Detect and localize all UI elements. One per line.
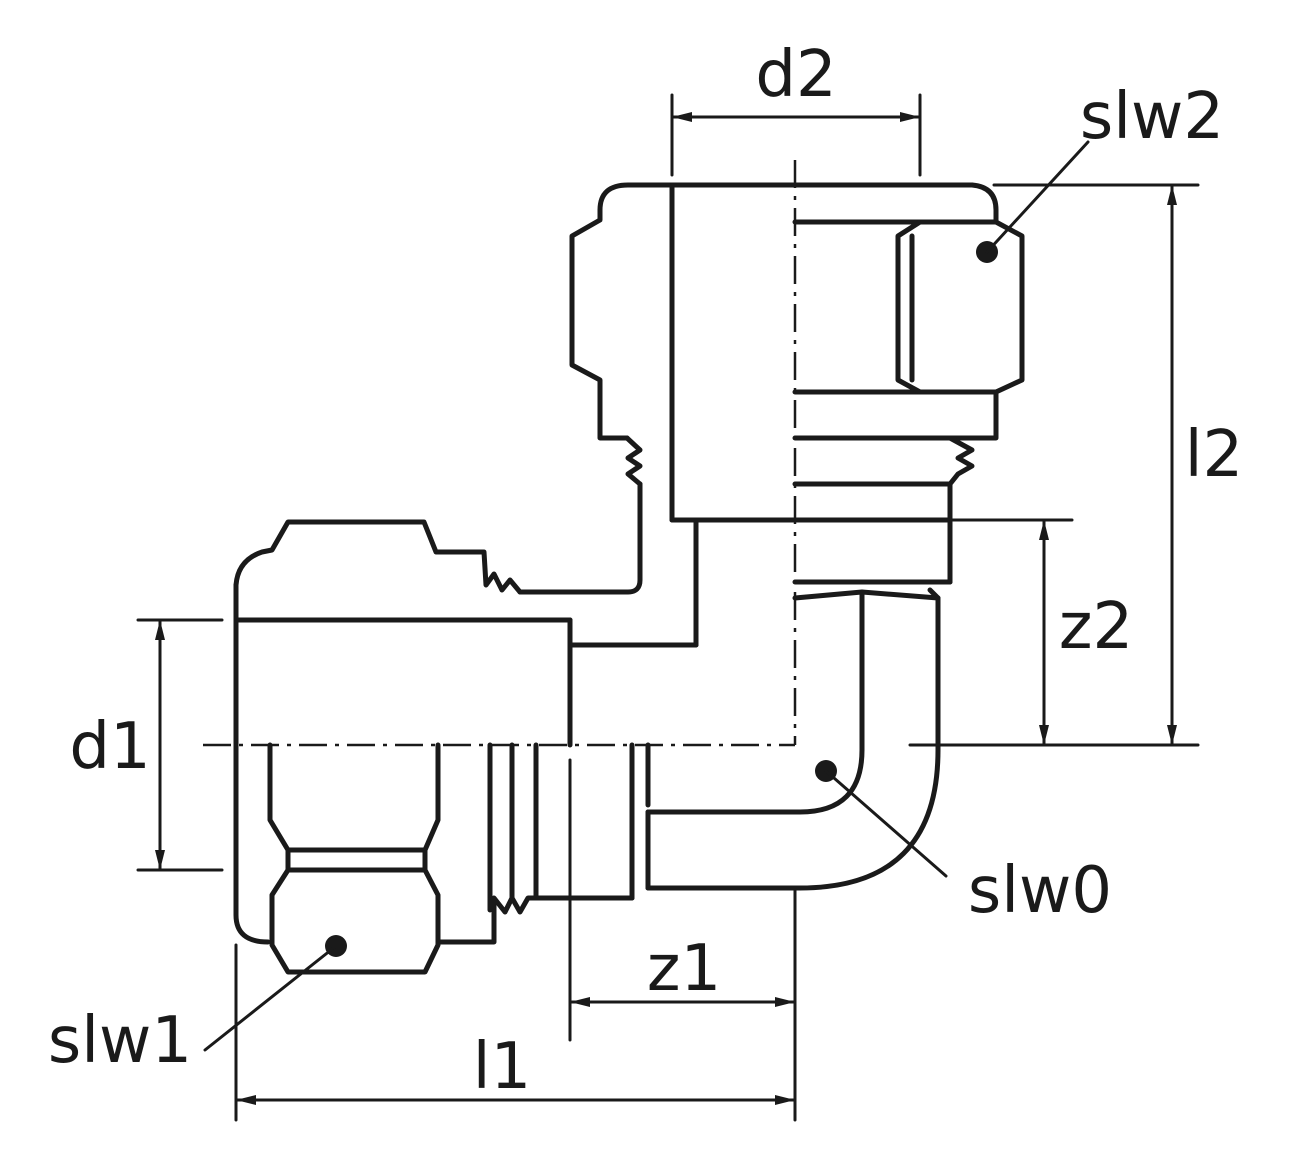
labels: d2 slw2 l2 z2 d1 slw0 z1 slw1 l1 (48, 38, 1243, 1104)
label-l1: l1 (473, 1030, 532, 1104)
label-z2: z2 (1059, 590, 1133, 664)
dimension-lines (136, 93, 1200, 1122)
upper-nut (517, 182, 1025, 648)
label-slw2: slw2 (1080, 80, 1224, 154)
elbow-tube (645, 587, 941, 891)
label-l2: l2 (1185, 418, 1244, 492)
leaders (203, 140, 1090, 1052)
label-z1: z1 (647, 932, 721, 1006)
center-lines (203, 160, 797, 747)
label-slw0: slw0 (968, 854, 1112, 928)
label-d2: d2 (755, 38, 836, 112)
left-nut (233, 519, 699, 975)
label-d1: d1 (69, 710, 150, 784)
label-slw1: slw1 (48, 1004, 192, 1078)
